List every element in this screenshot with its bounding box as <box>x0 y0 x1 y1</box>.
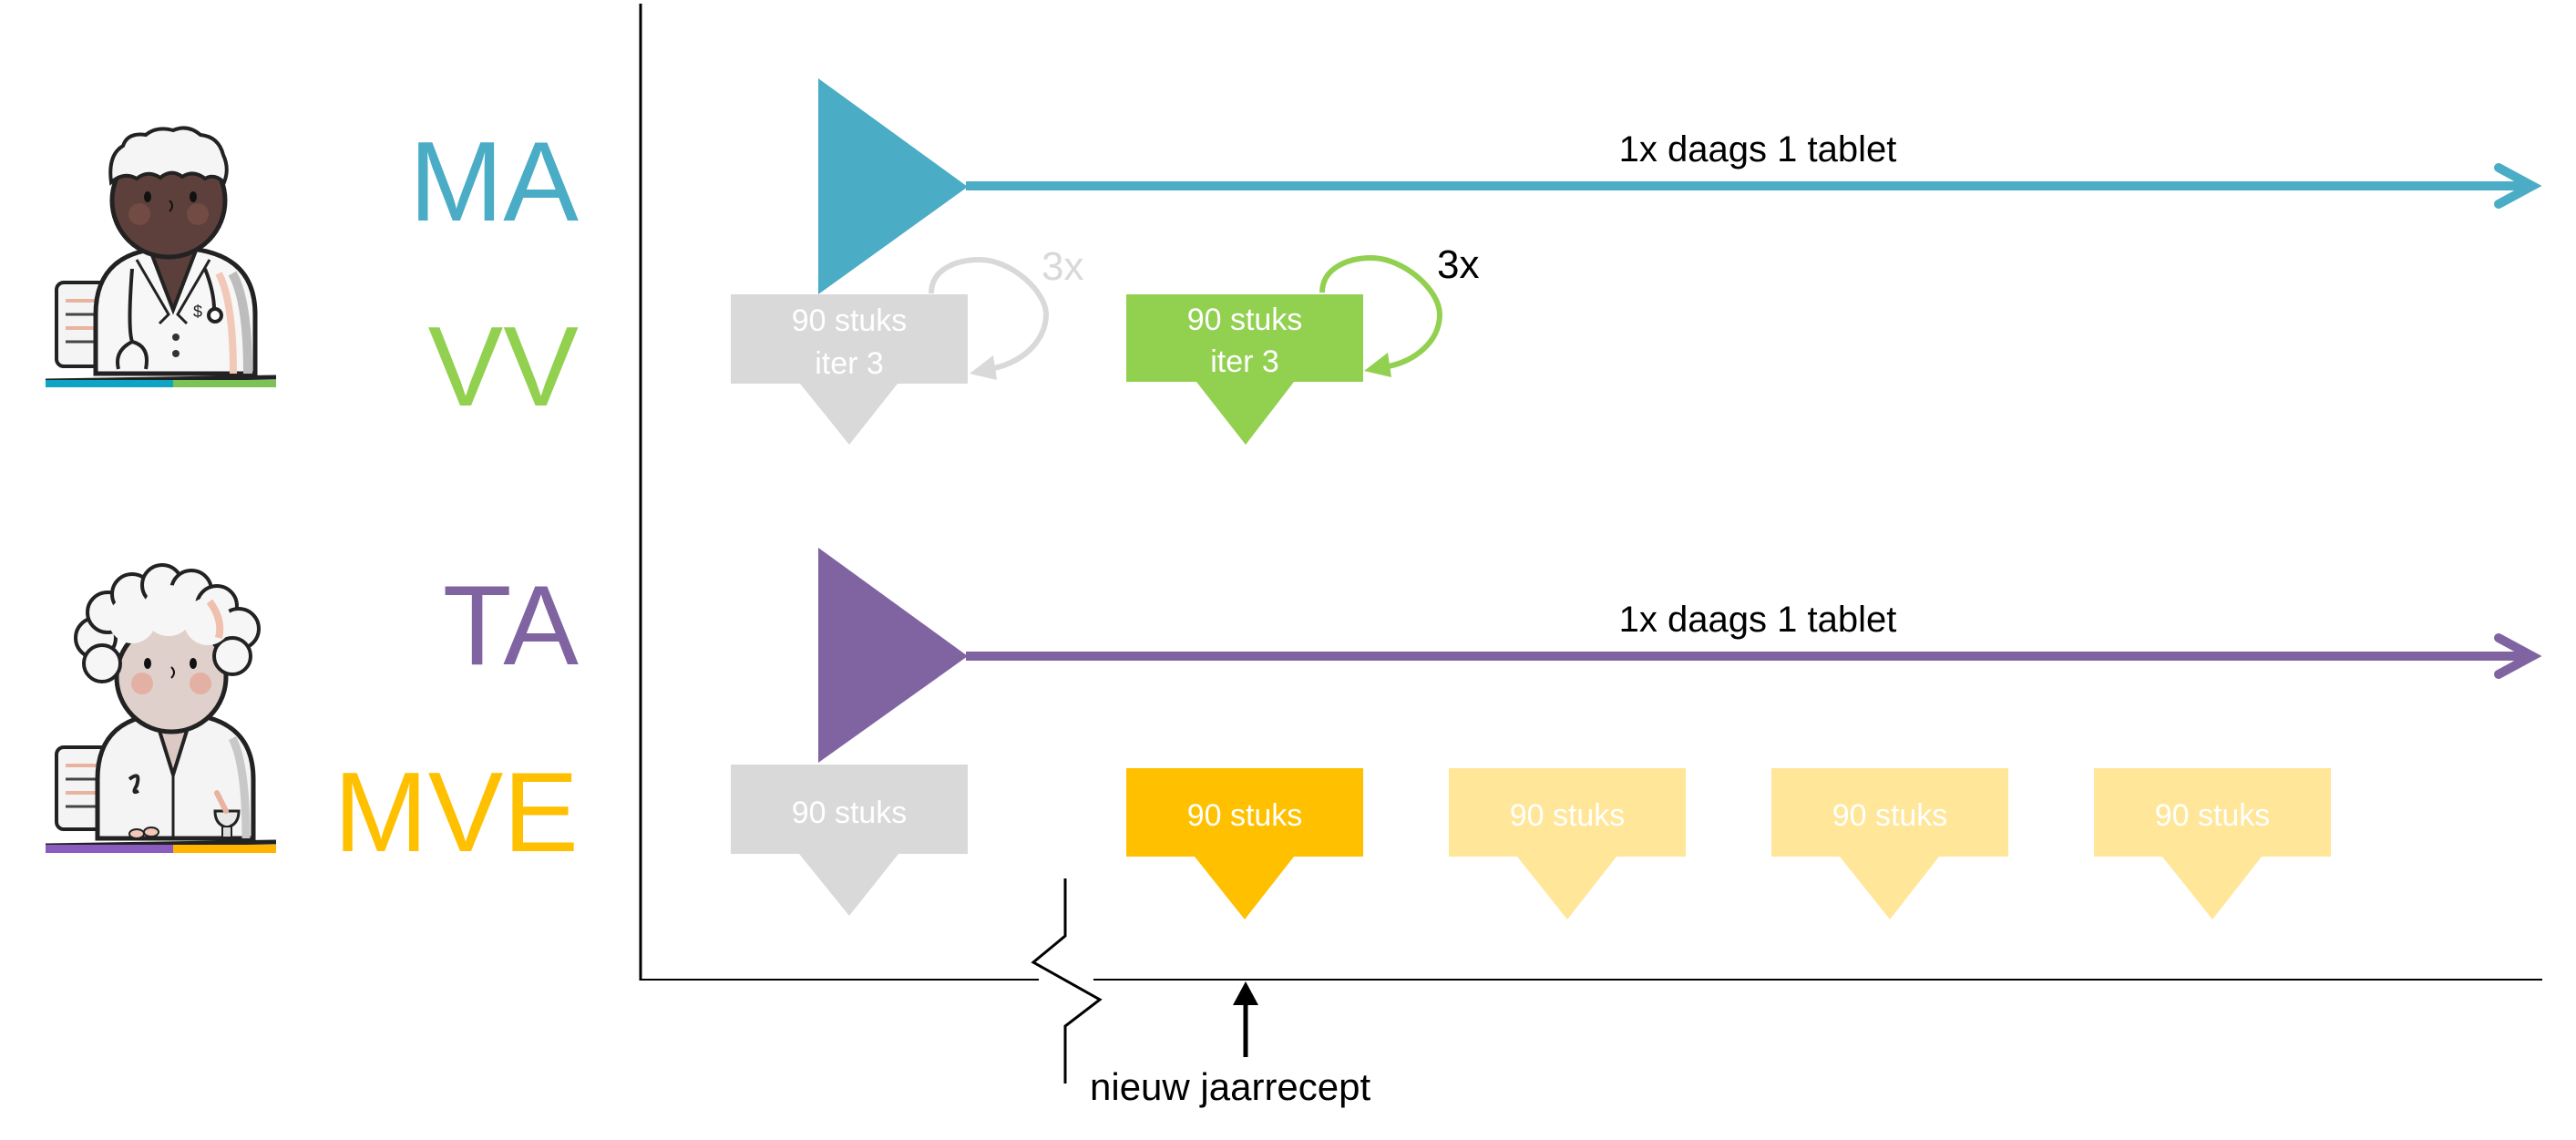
callout-iterations: iter 3 <box>1210 344 1279 379</box>
repeat-count: 3x <box>1437 242 1479 287</box>
new-prescription-label: nieuw jaarrecept <box>1090 1065 1371 1108</box>
role-label-vv: VV <box>428 304 580 430</box>
callout-quantity: 90 stuks <box>1187 303 1303 337</box>
vv-dispense-callout: 90 stuks iter 3 3x <box>1126 242 1479 445</box>
up-arrow-icon <box>1233 981 1258 1005</box>
callout-shape <box>731 294 968 445</box>
ta-arrow-head <box>2494 633 2542 679</box>
ma-prescription-timeline: 1x daags 1 tablet <box>818 78 2542 294</box>
new-prescription-marker: nieuw jaarrecept <box>1090 981 1371 1108</box>
mve-dispense-callout: 90 stuks <box>731 765 968 916</box>
mve-dispense-callout: 90 stuks <box>1771 768 2008 919</box>
callout-iterations: iter 3 <box>815 346 884 381</box>
mve-dispense-callout: 90 stuks <box>1449 768 1686 919</box>
callout-shape <box>1126 768 1363 919</box>
repeat-arrow-head <box>1364 353 1391 377</box>
callout-quantity: 90 stuks <box>792 303 908 338</box>
callout-shape <box>1771 768 2008 919</box>
repeat-count: 3x <box>1042 244 1083 289</box>
callout-shape <box>731 765 968 916</box>
ta-dosage-label: 1x daags 1 tablet <box>1619 600 1897 640</box>
svg-text:$: $ <box>193 303 202 321</box>
callout-shape <box>2094 768 2331 919</box>
ta-start-triangle <box>818 548 968 763</box>
ma-start-triangle <box>818 78 968 294</box>
callout-quantity: 90 stuks <box>792 796 908 830</box>
repeat-loop-arrow <box>1319 254 1443 370</box>
role-label-ta: TA <box>443 563 580 689</box>
role-label-ma: MA <box>409 119 579 245</box>
mve-dispense-callout: 90 stuks <box>1126 768 1363 919</box>
doctor-icon: $ <box>45 126 277 387</box>
ta-prescription-timeline: 1x daags 1 tablet <box>818 548 2542 763</box>
mve-dispense-callout: 90 stuks <box>2094 768 2331 919</box>
ma-dosage-label: 1x daags 1 tablet <box>1619 129 1897 169</box>
callout-shape <box>1449 768 1686 919</box>
vv-dispense-callout: 90 stuks iter 3 3x <box>731 244 1083 445</box>
callout-quantity: 90 stuks <box>1187 798 1303 833</box>
callout-quantity: 90 stuks <box>1510 798 1626 833</box>
repeat-loop-arrow <box>929 256 1050 372</box>
ma-arrow-head <box>2494 163 2542 209</box>
time-break-icon <box>1031 878 1103 1084</box>
pharmacist-icon <box>45 563 277 853</box>
callout-quantity: 90 stuks <box>1832 798 1948 833</box>
callout-shape <box>1126 294 1363 445</box>
callout-quantity: 90 stuks <box>2155 798 2271 833</box>
repeat-arrow-head <box>970 355 997 380</box>
role-label-mve: MVE <box>334 750 579 876</box>
